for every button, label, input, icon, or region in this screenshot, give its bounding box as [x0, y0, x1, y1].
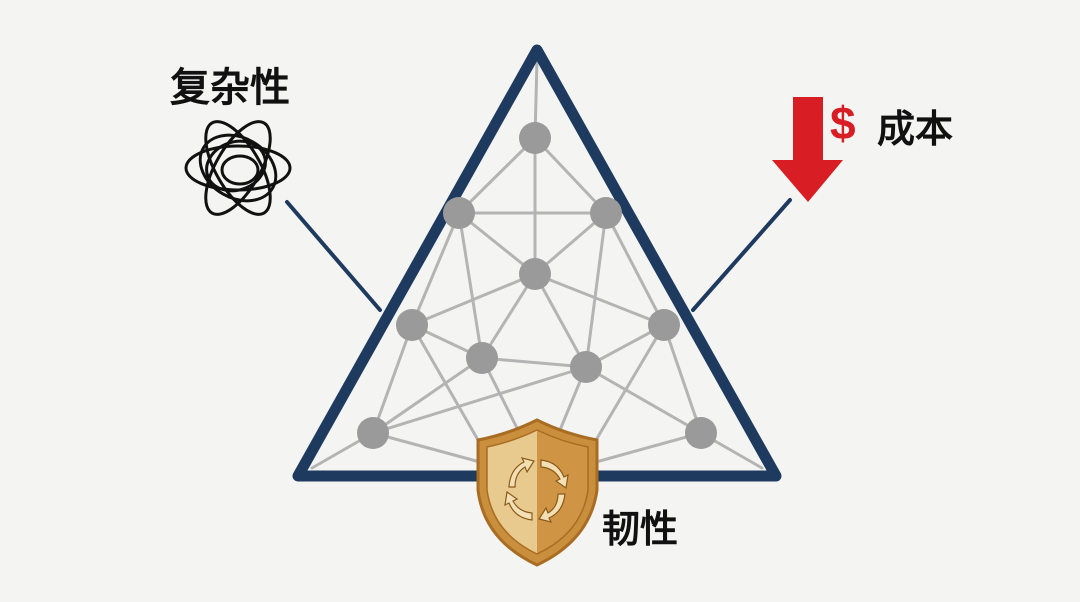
network-edges	[310, 58, 764, 470]
node-upper-left	[443, 197, 475, 229]
node-top	[519, 122, 551, 154]
node-inner-left	[466, 342, 498, 374]
node-bottom-left	[357, 417, 389, 449]
node-bottom-right	[685, 417, 717, 449]
node-inner-right	[570, 351, 602, 383]
node-mid-right	[648, 309, 680, 341]
shield-icon	[476, 418, 599, 567]
refresh-cycle-icon	[504, 457, 569, 523]
down-arrow-icon	[772, 97, 843, 202]
resilience-label: 韧性	[602, 507, 679, 551]
tangle-icon	[184, 120, 292, 216]
network-nodes	[357, 122, 717, 449]
complexity-label: 复杂性	[170, 65, 290, 111]
node-center	[519, 258, 551, 290]
dollar-icon: $	[830, 97, 856, 149]
node-upper-right	[590, 197, 622, 229]
node-mid-left	[396, 309, 428, 341]
cost-connector	[691, 198, 792, 312]
complexity-connector	[285, 200, 382, 312]
cost-label: 成本	[877, 107, 954, 151]
